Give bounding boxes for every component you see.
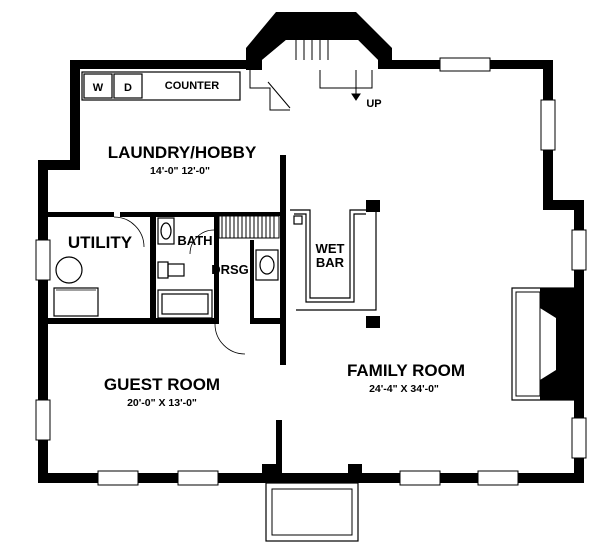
utility-title: UTILITY [68, 233, 133, 252]
washer-label: W [93, 82, 104, 94]
family-room-title: FAMILY ROOM [347, 361, 465, 380]
closet-rod [218, 215, 280, 239]
windows [35, 57, 587, 486]
entry-porch [262, 464, 362, 542]
bath-fixtures [157, 217, 213, 319]
wet-label: WET [316, 241, 345, 256]
guest-room-dimensions: 20'-0" X 13'-0" [127, 397, 197, 409]
exterior-walls [38, 60, 584, 483]
family-room-dimensions: 24'-4" X 34'-0" [369, 383, 439, 395]
dryer-label: D [124, 82, 132, 94]
drsg-sink [255, 249, 279, 281]
utility-fixtures [53, 256, 99, 317]
interior-walls [48, 155, 380, 480]
bath-label: BATH [177, 233, 212, 248]
laundry-dimensions: 14'-0" 12'-0" [150, 165, 210, 177]
stair-bay [246, 12, 392, 111]
guest-room-title: GUEST ROOM [104, 375, 220, 394]
drsg-label: DRSG [211, 262, 249, 277]
up-label: UP [366, 98, 381, 110]
laundry-fixtures [81, 71, 241, 101]
wet-bar [290, 209, 377, 311]
doors [113, 216, 246, 355]
fireplace [511, 287, 575, 401]
laundry-title: LAUNDRY/HOBBY [108, 143, 257, 162]
bar-label: BAR [316, 255, 345, 270]
counter-label: COUNTER [165, 80, 219, 92]
